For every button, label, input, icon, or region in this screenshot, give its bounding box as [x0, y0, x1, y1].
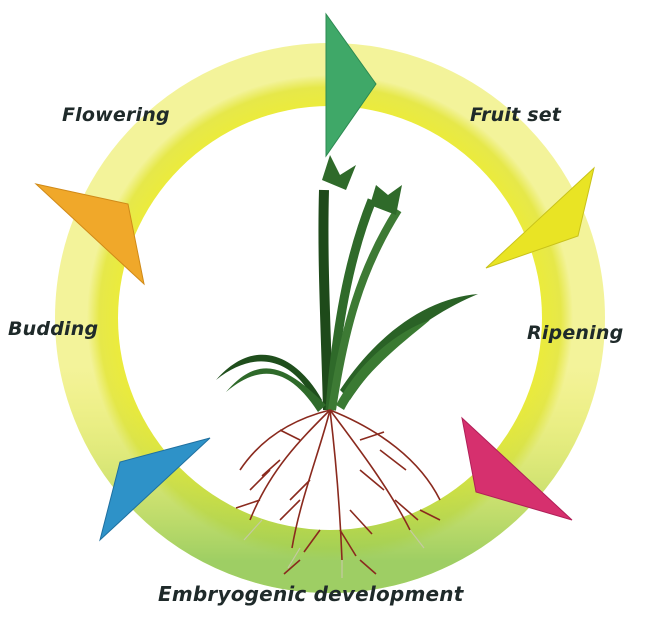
label-ripening: Ripening	[527, 322, 623, 344]
label-flowering: Flowering	[62, 104, 170, 126]
stem	[323, 190, 328, 410]
label-budding: Budding	[8, 318, 98, 340]
label-embryogenic-development: Embryogenic development	[158, 582, 463, 606]
label-fruit-set: Fruit set	[470, 104, 561, 126]
